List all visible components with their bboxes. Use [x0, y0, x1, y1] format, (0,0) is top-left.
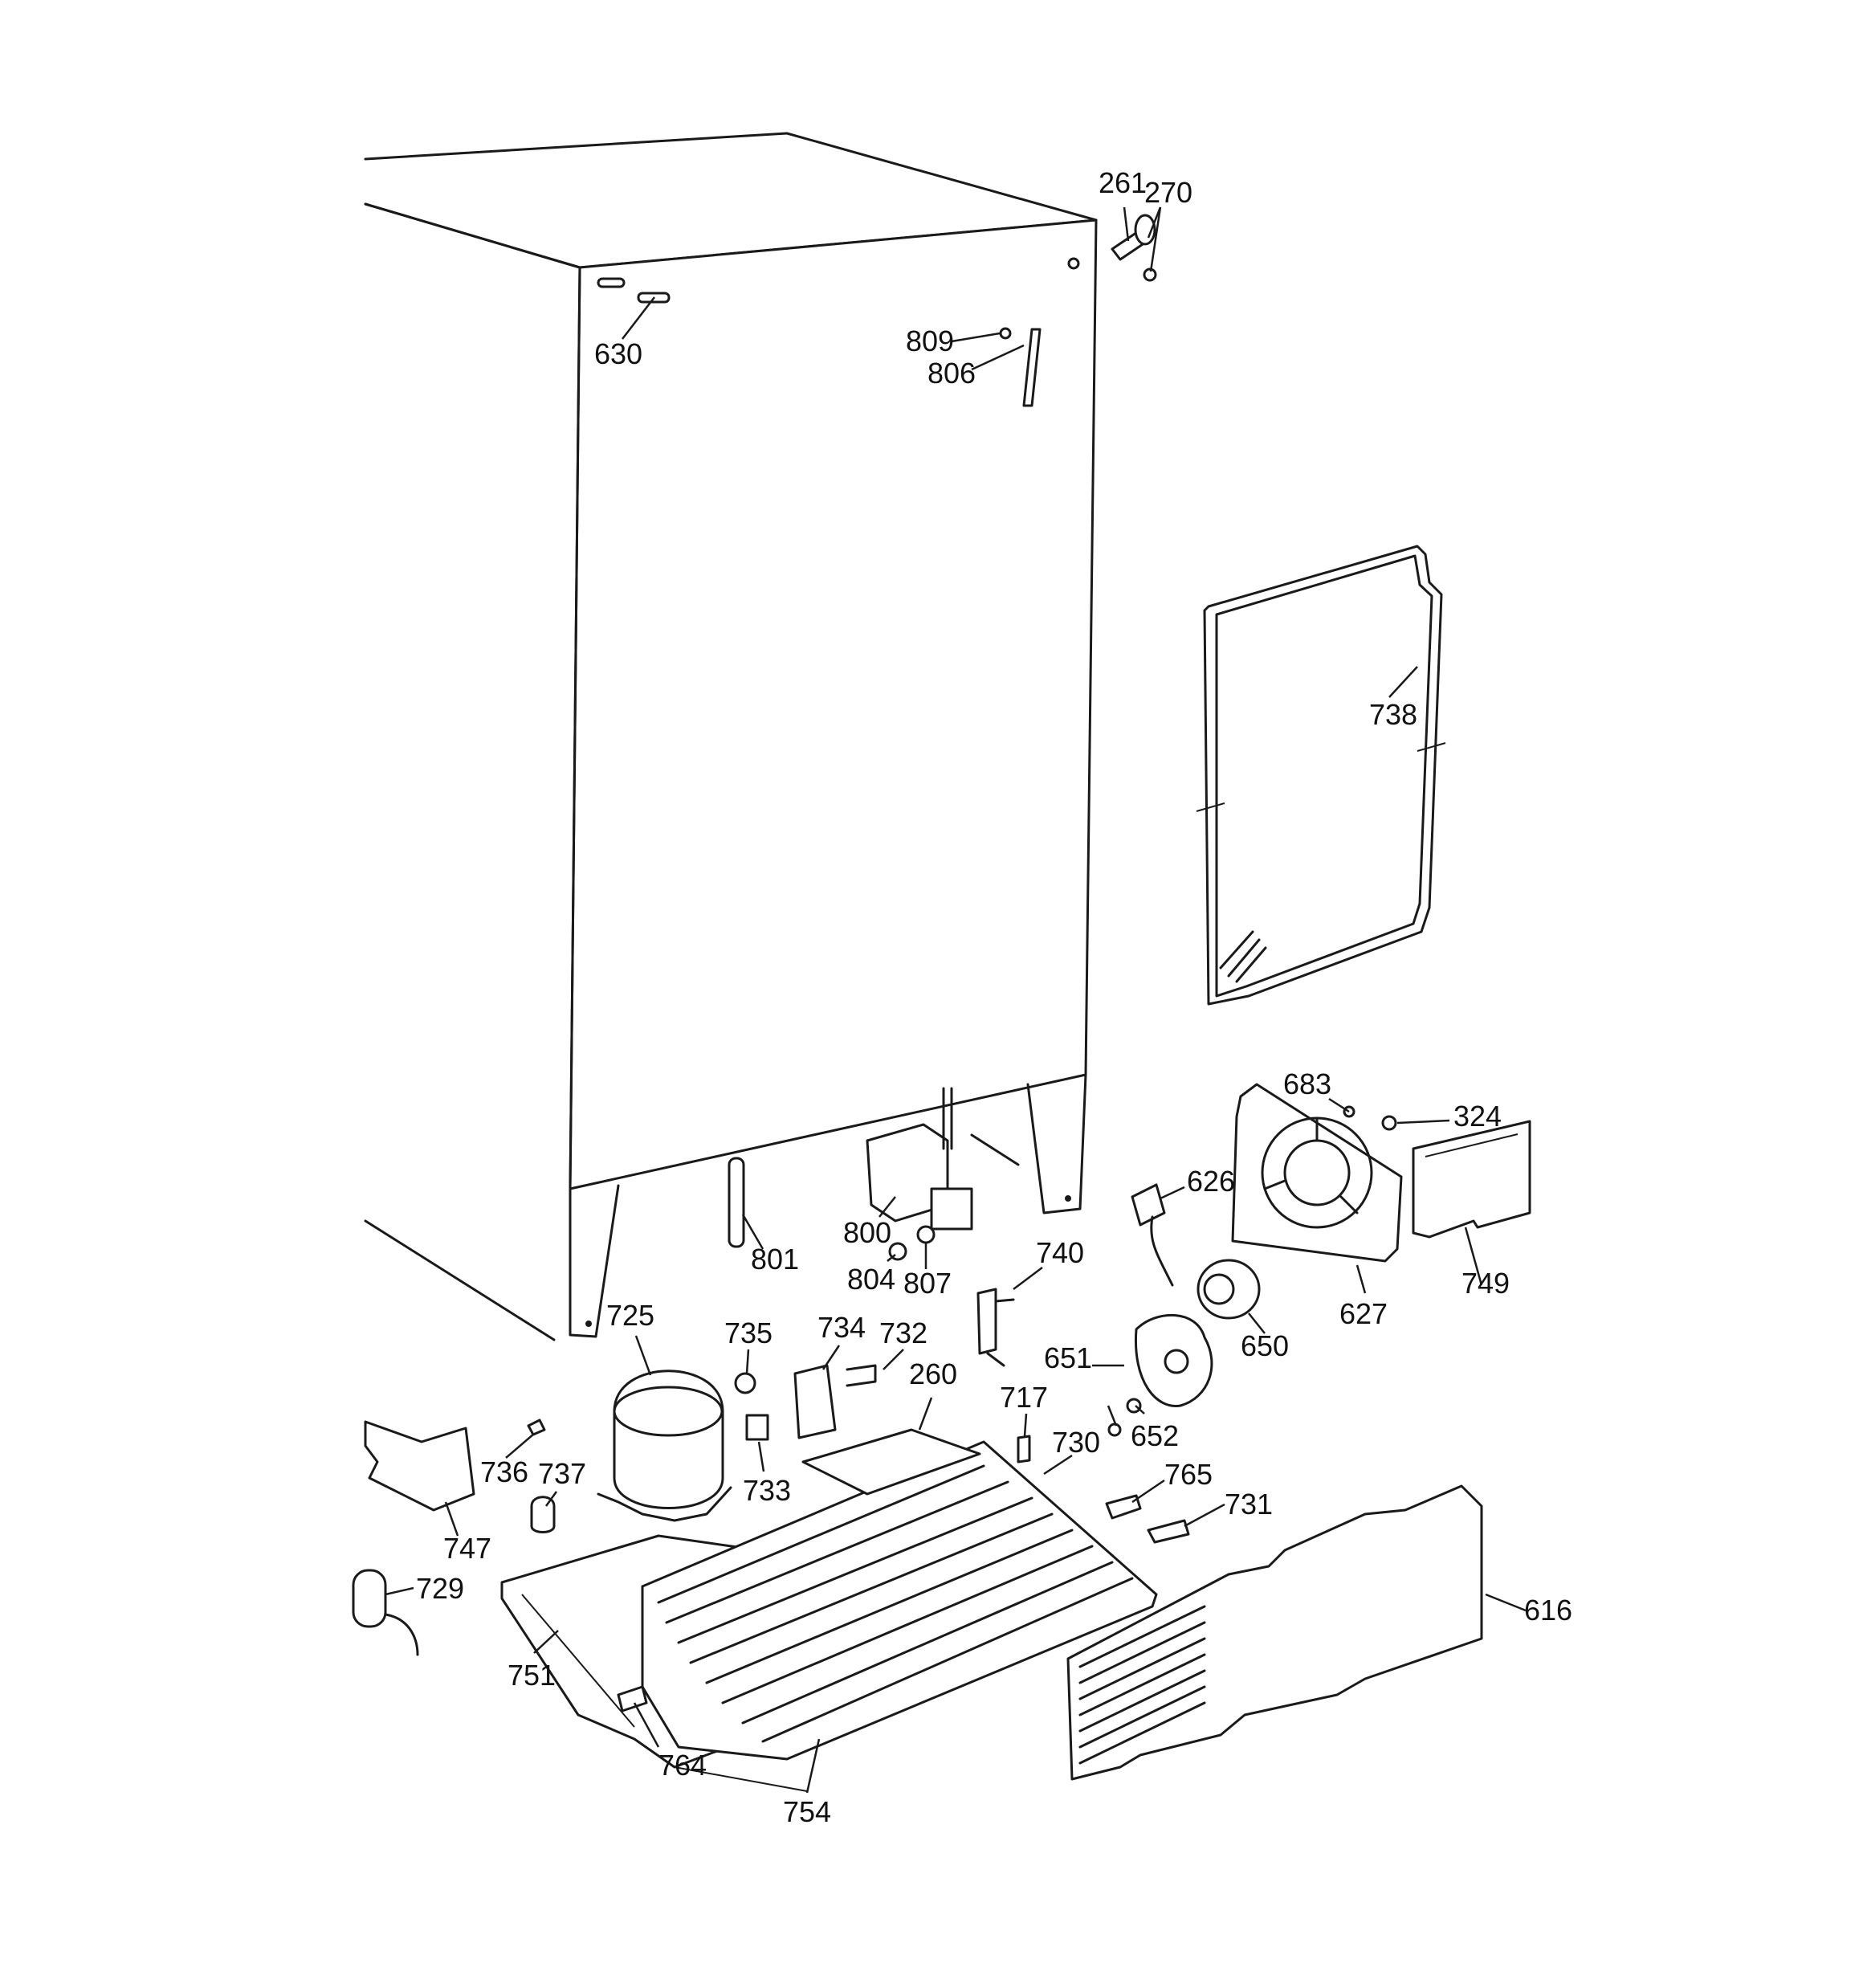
- callout-734: 734: [817, 1311, 866, 1344]
- callout-754: 754: [783, 1795, 831, 1828]
- part-800-water-valve: [866, 1087, 973, 1231]
- callout-270: 270: [1144, 176, 1192, 209]
- part-749-cover: [1412, 1120, 1531, 1239]
- part-733: [745, 1414, 769, 1441]
- callout-747: 747: [443, 1532, 491, 1565]
- callout-751: 751: [508, 1659, 556, 1692]
- part-740: [976, 1288, 1015, 1367]
- part-737: [530, 1496, 556, 1533]
- part-324: [1381, 1115, 1397, 1131]
- callout-749: 749: [1461, 1267, 1510, 1300]
- part-260-drain-pan: [801, 1428, 981, 1496]
- part-626-power-cord: [1131, 1183, 1174, 1287]
- part-806: [1022, 328, 1042, 407]
- callout-738: 738: [1369, 698, 1417, 731]
- part-754-condenser-coil: [641, 1440, 1158, 1792]
- callout-806: 806: [927, 357, 976, 390]
- part-747-bracket: [364, 1420, 475, 1512]
- part-729-capacitor: [352, 1569, 419, 1656]
- part-732: [846, 1364, 877, 1387]
- callout-650: 650: [1241, 1329, 1289, 1362]
- part-651-washer: [1107, 1423, 1122, 1437]
- callout-801: 801: [751, 1243, 799, 1276]
- callout-740: 740: [1036, 1236, 1084, 1269]
- callout-736: 736: [480, 1455, 528, 1488]
- callout-labels: 261 270 630 809 806 738 683 324 626 800 …: [416, 166, 1572, 1828]
- part-270: [1143, 267, 1157, 282]
- callout-800: 800: [843, 1216, 891, 1249]
- part-651-fan-blade: [1134, 1313, 1213, 1407]
- callout-627: 627: [1339, 1297, 1388, 1330]
- callout-732: 732: [879, 1316, 927, 1349]
- callout-260: 260: [909, 1357, 957, 1390]
- callout-261: 261: [1099, 166, 1147, 199]
- part-650-fan-motor: [1196, 1259, 1261, 1320]
- part-630: [637, 292, 671, 304]
- callout-616: 616: [1524, 1594, 1572, 1627]
- callout-731: 731: [1225, 1488, 1273, 1521]
- part-616-grille: [1066, 1484, 1483, 1781]
- part-652: [1126, 1398, 1142, 1414]
- callout-626: 626: [1187, 1165, 1235, 1198]
- callout-804: 804: [847, 1263, 895, 1296]
- part-627-fan-shroud: [1231, 1083, 1403, 1263]
- part-734: [793, 1364, 837, 1439]
- part-807: [916, 1225, 936, 1244]
- callout-765: 765: [1164, 1458, 1213, 1491]
- callout-725: 725: [606, 1299, 654, 1332]
- callout-630: 630: [594, 337, 642, 370]
- cabinet-slot: [597, 277, 626, 288]
- part-809: [999, 327, 1012, 340]
- refrigerator-cabinet: [364, 132, 1098, 1341]
- callout-764: 764: [658, 1749, 707, 1782]
- callout-683: 683: [1283, 1067, 1331, 1100]
- part-725-compressor: [597, 1370, 732, 1522]
- part-738-condenser-loop: [1196, 545, 1446, 1006]
- callout-807: 807: [903, 1267, 952, 1300]
- callout-652: 652: [1131, 1419, 1179, 1452]
- part-736: [527, 1419, 546, 1436]
- callout-730: 730: [1052, 1426, 1100, 1459]
- part-261: [1111, 214, 1156, 261]
- callout-729: 729: [416, 1572, 464, 1605]
- part-801: [728, 1157, 745, 1248]
- callout-735: 735: [724, 1316, 773, 1349]
- callout-737: 737: [538, 1457, 586, 1490]
- callout-733: 733: [743, 1474, 791, 1507]
- callout-324: 324: [1453, 1100, 1502, 1133]
- part-731: [1147, 1519, 1190, 1544]
- part-717: [1017, 1435, 1031, 1463]
- part-735: [734, 1372, 756, 1394]
- leader-lines: [385, 206, 1527, 1794]
- callout-809: 809: [906, 325, 954, 357]
- part-764: [617, 1685, 648, 1712]
- callout-651: 651: [1044, 1341, 1092, 1374]
- callout-717: 717: [1000, 1381, 1048, 1414]
